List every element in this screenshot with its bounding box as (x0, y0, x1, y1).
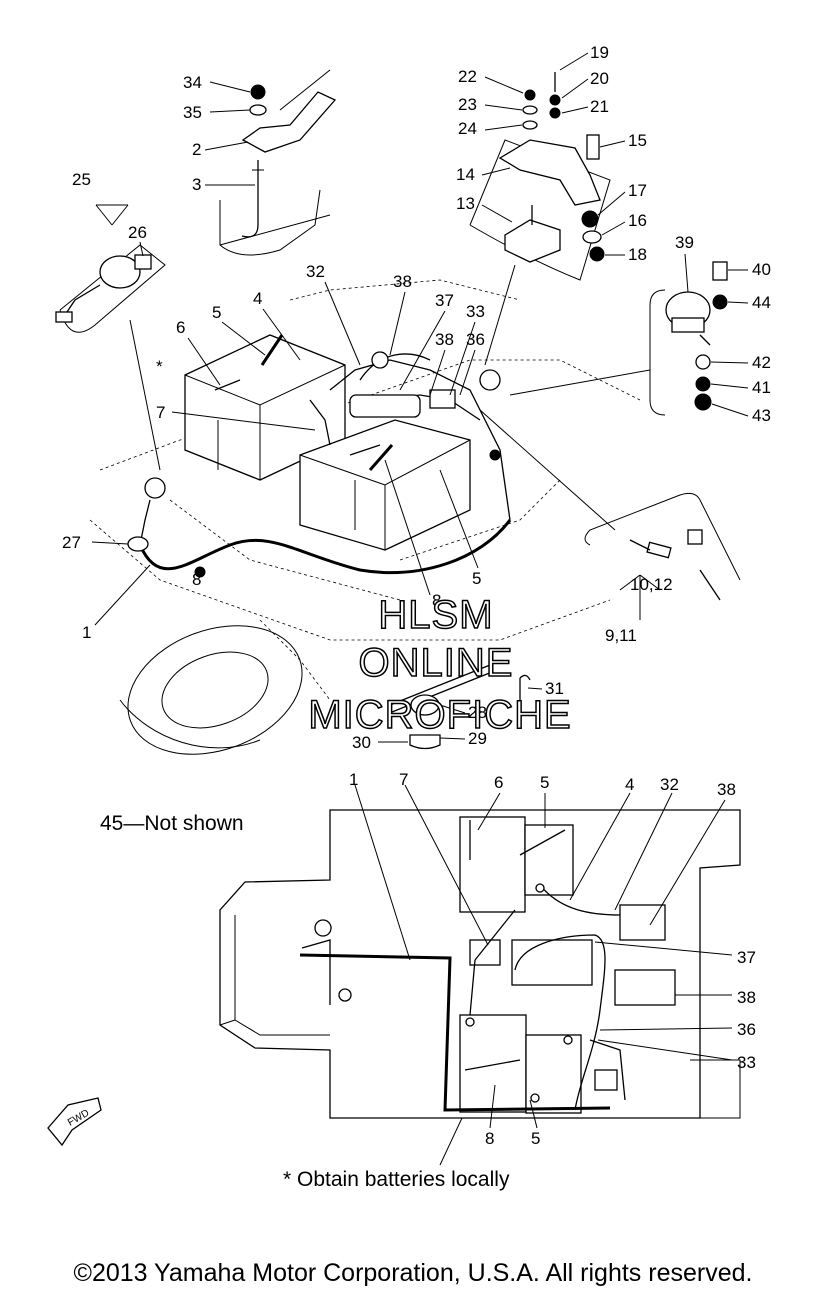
callout-36a: 36 (466, 330, 485, 349)
callout-5a: 5 (212, 303, 221, 322)
callout-39: 39 (675, 233, 694, 252)
connector-group (479, 409, 741, 620)
lower-callout-1: 1 (349, 770, 358, 789)
battery-top-right (524, 824, 574, 896)
callout-38b: 38 (435, 330, 454, 349)
callout-22: 22 (458, 67, 477, 86)
callout-5b: 5 (472, 569, 481, 588)
callout-7: 7 (156, 403, 165, 422)
callout-15: 15 (628, 131, 647, 150)
hold-down-bracket-group (219, 69, 337, 256)
lower-callout-5b: 5 (531, 1129, 540, 1148)
lower-callout-38a: 38 (717, 780, 736, 799)
callout-2: 2 (192, 140, 201, 159)
lower-callout-33: 33 (737, 1053, 756, 1072)
callout-43: 43 (752, 406, 771, 425)
wire-harness (127, 351, 512, 578)
battery-bottom-left (459, 1014, 527, 1113)
callout-40: 40 (752, 260, 771, 279)
callout-3: 3 (192, 175, 201, 194)
callout-1: 1 (82, 623, 91, 642)
callout-23: 23 (458, 95, 477, 114)
batteries (184, 334, 471, 551)
lower-callout-32: 32 (660, 775, 679, 794)
callout-13: 13 (456, 194, 475, 213)
callout-21: 21 (590, 97, 609, 116)
callout-29: 29 (468, 729, 487, 748)
solenoid-box (619, 904, 666, 941)
callout-18: 18 (628, 245, 647, 264)
callout-20: 20 (590, 69, 609, 88)
lower-callout-8: 8 (485, 1129, 494, 1148)
cart-body-outline (89, 279, 641, 755)
callout-35: 35 (183, 103, 202, 122)
callout-6: 6 (176, 318, 185, 337)
callout-34: 34 (183, 73, 202, 92)
upper-exploded-view: 34 35 2 3 25 26 32 4 38 37 33 38 36 6 5 … (55, 43, 771, 755)
callout-33a: 33 (466, 302, 485, 321)
lower-callout-7: 7 (399, 770, 408, 789)
callout-9-11: 9,11 (605, 626, 637, 645)
callout-17: 17 (628, 181, 647, 200)
callout-41: 41 (752, 378, 771, 397)
copyright: ©2013 Yamaha Motor Corporation, U.S.A. A… (74, 1259, 753, 1287)
callout-25: 25 (72, 170, 91, 189)
fuel-sender-group (55, 204, 166, 471)
callout-8b: 8 (192, 570, 201, 589)
callout-31: 31 (545, 679, 564, 698)
callout-8a: 8 (432, 591, 441, 610)
callout-19: 19 (590, 43, 609, 62)
callout-star: * (156, 357, 163, 376)
fuse-group (389, 664, 531, 750)
callout-44: 44 (752, 293, 771, 312)
watermark: HLSM ONLINE MICROFICHE (308, 592, 572, 738)
controller-box (511, 939, 593, 986)
resistor-box (614, 969, 676, 1006)
watermark-line-2: ONLINE (359, 641, 514, 685)
callout-24: 24 (458, 119, 477, 138)
forward-arrow-icon: FWD (47, 1097, 102, 1147)
key-switch-group (469, 72, 611, 366)
callout-37a: 37 (435, 291, 454, 310)
lower-callout-38b: 38 (737, 988, 756, 1007)
watermark-line-3: MICROFICHE (308, 693, 571, 737)
callout-26: 26 (128, 223, 147, 242)
callout-30: 30 (352, 733, 371, 752)
lower-callout-5a: 5 (540, 773, 549, 792)
lower-callout-37: 37 (737, 948, 756, 967)
callout-42: 42 (752, 353, 771, 372)
callout-4: 4 (253, 289, 262, 308)
callout-28: 28 (468, 703, 487, 722)
callout-10-12: 10,12 (630, 575, 673, 594)
callout-38a: 38 (393, 272, 412, 291)
callout-27: 27 (62, 533, 81, 552)
callout-32: 32 (306, 262, 325, 281)
battery-top-left (459, 816, 526, 913)
lower-callout-6: 6 (494, 773, 503, 792)
horn-group (509, 261, 728, 416)
lower-callout-4: 4 (625, 775, 634, 794)
lower-top-view: 45—Not shown (47, 770, 756, 1191)
callout-16: 16 (628, 211, 647, 230)
watermark-line-1: HLSM (378, 593, 493, 637)
callout-14: 14 (456, 165, 475, 184)
batteries-note: * Obtain batteries locally (283, 1168, 510, 1191)
lower-callout-36: 36 (737, 1020, 756, 1039)
not-shown-note: 45—Not shown (100, 812, 244, 835)
